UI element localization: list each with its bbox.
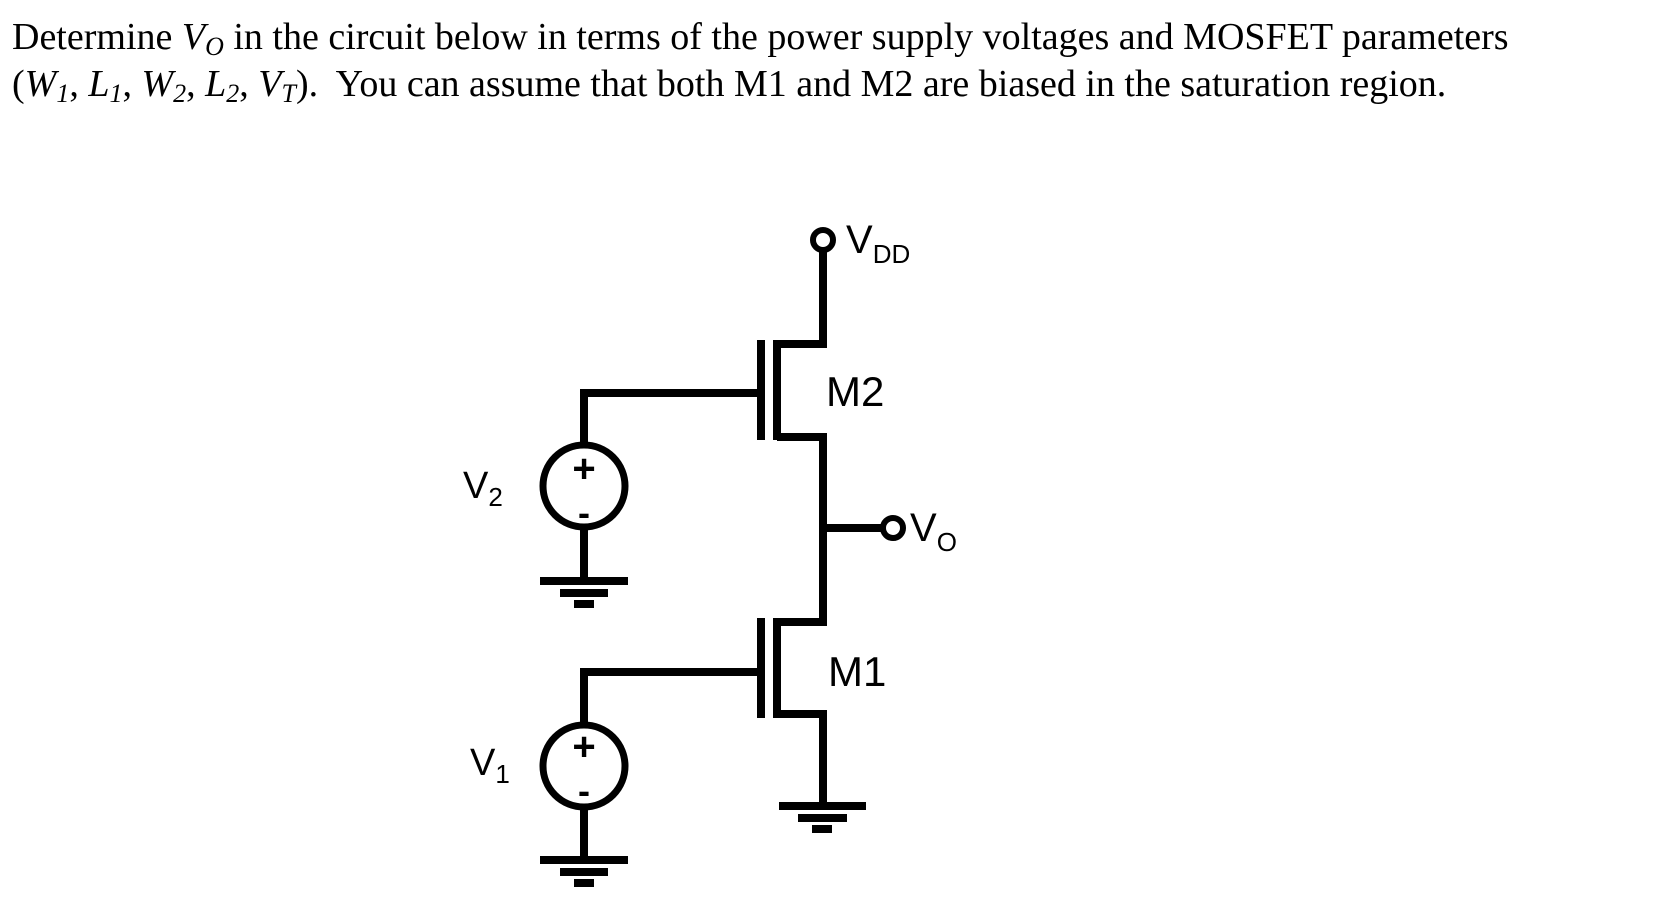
mosfet-m1-icon bbox=[757, 618, 827, 718]
m2-label: M2 bbox=[826, 368, 884, 415]
param-vt: VT bbox=[258, 63, 296, 108]
v1-minus-sign: - bbox=[578, 770, 590, 811]
vdd-terminal-icon bbox=[810, 227, 836, 253]
ground-m1-icon bbox=[779, 802, 866, 833]
vo-terminal-icon bbox=[880, 515, 906, 541]
m1-label: M1 bbox=[828, 648, 886, 695]
ground-v1-icon bbox=[540, 856, 628, 887]
problem-text: in the circuit below in terms of the pow… bbox=[223, 16, 1509, 58]
vo-symbol: VO bbox=[181, 16, 224, 61]
problem-text: Determine bbox=[12, 16, 182, 58]
v1-label: V1 bbox=[470, 742, 510, 789]
v1-plus-sign: + bbox=[572, 725, 595, 769]
vo-label: VO bbox=[910, 506, 957, 557]
param-l1: L1 bbox=[88, 63, 123, 108]
v2-plus-sign: + bbox=[572, 447, 595, 491]
vdd-label: VDD bbox=[846, 218, 910, 269]
problem-line-2: (W1, L1, W2, L2, VT). You can assume tha… bbox=[12, 63, 1447, 108]
v2-minus-sign: - bbox=[578, 492, 590, 533]
param-w2: W2 bbox=[141, 63, 187, 108]
ground-v2-icon bbox=[540, 577, 628, 608]
v2-label: V2 bbox=[463, 465, 503, 512]
mosfet-m2-icon bbox=[757, 340, 827, 441]
problem-text: You can assume that both M1 and M2 are b… bbox=[318, 63, 1447, 105]
param-l2: L2 bbox=[205, 63, 240, 108]
param-w1: W1 bbox=[24, 63, 70, 108]
problem-line-1: Determine VO in the circuit below in ter… bbox=[12, 14, 1662, 61]
problem-statement: Determine VO in the circuit below in ter… bbox=[12, 14, 1662, 108]
